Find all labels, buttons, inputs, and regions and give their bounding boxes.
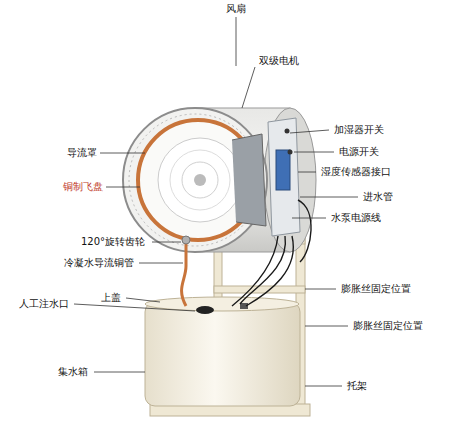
gear [182,236,190,244]
tank-cap [196,306,214,314]
leader-line [100,153,145,154]
wire [232,236,278,306]
part-label: 托架 [346,380,368,392]
motor [232,134,266,226]
part-label: 导流罩 [66,147,98,159]
fan-housing [123,108,316,252]
water-pipe [298,200,311,262]
part-label: 人工注水口 [18,298,70,310]
drum-back [264,108,316,252]
leader-line [126,298,160,302]
disc-ring [170,150,230,210]
leader-line [139,263,183,264]
water-tank [145,297,300,406]
part-label: 上盖 [100,292,122,304]
leader-line [242,67,255,108]
stand-bar [214,286,305,293]
tank-body [145,302,300,406]
disc-ring [182,162,218,198]
part-label: 风扇 [225,3,247,15]
leader-line [300,197,358,198]
leader-line [106,187,140,188]
tank-top [145,297,299,311]
part-label: 电源开关 [338,146,380,158]
wires [232,200,311,306]
leader-line [74,304,195,311]
part-label: 膨胀丝固定位置 [340,283,412,295]
drum-front [123,108,267,252]
leader-line [152,242,181,243]
white-disc [158,138,242,222]
part-label: 铜制飞盘 [62,181,104,193]
leader-line [294,152,334,153]
circuit [276,150,290,190]
wire [240,236,285,304]
part-label: 双级电机 [258,55,300,67]
copper-pipe [182,236,186,306]
disc-hub [194,174,206,186]
part-label: 膨胀丝固定位置 [352,320,424,332]
leader-line [298,172,316,173]
leader-line [292,218,326,219]
leader-line [305,386,342,387]
part-label: 集水箱 [57,366,89,378]
part-label: 水泵电源线 [330,212,382,224]
leader-line [290,130,329,133]
part-label: 进水管 [362,191,394,203]
part-label: 120°旋转齿轮 [80,236,146,248]
switch [285,129,290,134]
leader-line [305,326,348,327]
leader-lines [74,17,358,386]
leader-line [305,289,336,290]
part-label: 湿度传感器接口 [320,166,392,178]
part-label: 冷凝水导流铜管 [63,257,135,269]
part-label: 加湿器开关 [333,124,385,136]
switch [288,150,293,155]
wire [246,236,293,306]
leader-line [236,17,237,66]
leader-line [94,372,145,373]
